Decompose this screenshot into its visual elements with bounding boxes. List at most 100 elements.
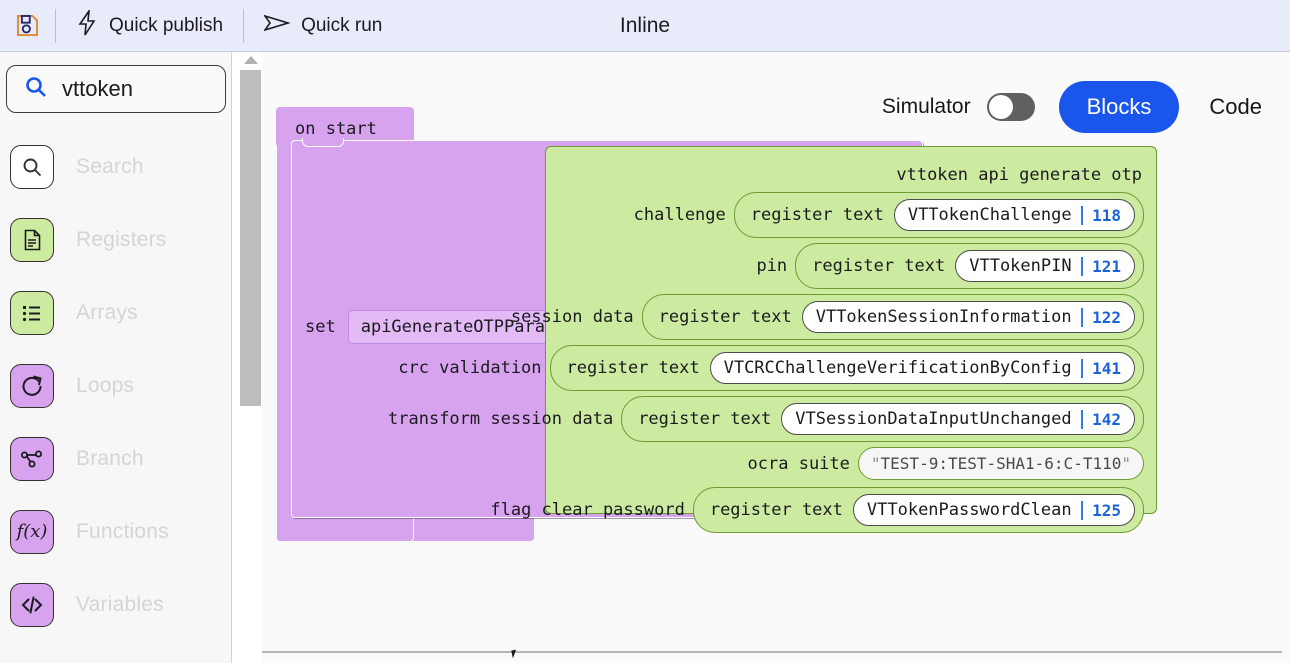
on-start-label: on start	[295, 119, 377, 139]
simulator-label: Simulator	[881, 95, 971, 118]
row-label: pin	[756, 256, 788, 276]
category-list: Search Registers	[0, 130, 232, 641]
save-button[interactable]	[0, 0, 55, 52]
api-block-title: vttoken api generate otp	[896, 165, 1142, 185]
string-value: TEST-9:TEST-SHA1-6:C-T110	[880, 454, 1122, 473]
row-label: transform session data	[388, 409, 614, 429]
top-toolbar: Quick publish Quick run Inline	[0, 0, 1290, 52]
shadow-label: register text	[750, 205, 884, 225]
sidebar-item-functions[interactable]: f(x) Functions	[0, 495, 232, 568]
code-icon	[10, 582, 54, 627]
sidebar-item-loops[interactable]: Loops	[0, 349, 232, 422]
search-category-icon	[10, 144, 54, 189]
register-text-block[interactable]: register text VTSessionDataInputUnchange…	[621, 396, 1144, 442]
function-icon: f(x)	[10, 509, 54, 554]
canvas-controls: Simulator Blocks Code	[882, 81, 1268, 133]
register-name: VTTokenPasswordClean	[866, 500, 1072, 520]
sidebar-item-label: Functions	[76, 519, 169, 543]
register-name: VTTokenSessionInformation	[815, 307, 1072, 327]
search-input[interactable]	[62, 76, 202, 102]
sidebar-item-search[interactable]: Search	[0, 130, 232, 203]
tab-code[interactable]: Code	[1209, 94, 1262, 119]
set-label: set	[305, 317, 336, 337]
row-label: ocra suite	[747, 453, 850, 474]
shadow-label: register text	[566, 358, 700, 378]
scroll-up-arrow-icon[interactable]	[244, 56, 258, 64]
register-number: 118	[1092, 205, 1121, 225]
sidebar-item-label: Branch	[76, 446, 144, 470]
paper-plane-icon	[263, 13, 291, 39]
register-name: VTTokenChallenge	[907, 205, 1072, 225]
api-row: flag clear password register text VTToke…	[490, 487, 1144, 533]
register-field[interactable]: VTCRCChallengeVerificationByConfig 141	[709, 352, 1135, 384]
horizontal-scrollbar[interactable]	[262, 651, 1282, 653]
api-row: pin register text VTTokenPIN 121	[554, 243, 1144, 289]
api-generate-otp-block[interactable]: vttoken api generate otp challenge regis…	[388, 146, 1157, 533]
register-text-block[interactable]: register text VTTokenChallenge 118	[733, 192, 1144, 238]
field-separator	[1080, 500, 1084, 520]
sidebar-item-arrays[interactable]: Arrays	[0, 276, 232, 349]
field-separator	[1080, 358, 1084, 378]
tab-blocks[interactable]: Blocks	[1058, 81, 1180, 133]
toolbar-divider-1	[55, 8, 56, 43]
scrollbar-thumb[interactable]	[240, 70, 261, 406]
shadow-label: register text	[658, 307, 792, 327]
api-row: crc validation register text VTCRCChalle…	[398, 345, 1144, 391]
quick-publish-button[interactable]: Quick publish	[56, 0, 243, 52]
register-field[interactable]: VTTokenPIN 121	[955, 250, 1135, 282]
register-name: VTSessionDataInputUnchanged	[795, 409, 1072, 429]
quick-publish-label: Quick publish	[109, 14, 224, 36]
register-text-block[interactable]: register text VTCRCChallengeVerification…	[549, 345, 1144, 391]
register-number: 121	[1092, 256, 1121, 276]
shadow-label: register text	[638, 409, 772, 429]
lightning-icon	[76, 7, 98, 42]
register-number: 142	[1092, 409, 1121, 429]
simulator-toggle[interactable]	[986, 93, 1035, 121]
vertical-scrollbar[interactable]	[240, 56, 262, 406]
sidebar-item-registers[interactable]: Registers	[0, 203, 232, 276]
blocks-canvas[interactable]: Simulator Blocks Code on start set apiGe…	[262, 52, 1290, 663]
simulator-control[interactable]: Simulator	[882, 93, 1035, 121]
set-block-notch	[302, 138, 344, 147]
function-glyph: f(x)	[16, 521, 48, 542]
quote-open: "	[870, 454, 881, 473]
register-number: 122	[1092, 307, 1121, 327]
api-row: session data register text VTTokenSessio…	[511, 294, 1144, 340]
sidebar-item-label: Registers	[76, 227, 167, 251]
sidebar-item-branch[interactable]: Branch	[0, 422, 232, 495]
register-name: VTTokenPIN	[969, 256, 1072, 276]
register-number: 125	[1092, 500, 1121, 520]
api-row: ocra suite "TEST-9:TEST-SHA1-6:C-T110"	[554, 447, 1144, 480]
api-row: challenge register text VTTokenChallenge…	[554, 192, 1144, 238]
sidebar-item-label: Arrays	[76, 300, 138, 324]
string-literal-field[interactable]: "TEST-9:TEST-SHA1-6:C-T110"	[857, 447, 1144, 480]
register-field[interactable]: VTTokenPasswordClean 125	[852, 494, 1135, 526]
api-row: transform session data register text VTS…	[388, 396, 1144, 442]
toolbar-divider-2	[243, 8, 245, 43]
sidebar: Search Registers	[0, 52, 232, 663]
register-field[interactable]: VTTokenSessionInformation 122	[801, 301, 1135, 333]
row-label: challenge	[633, 205, 726, 225]
row-label: flag clear password	[490, 500, 685, 520]
field-separator	[1080, 256, 1084, 276]
register-field[interactable]: VTTokenChallenge 118	[893, 199, 1135, 231]
branch-icon	[10, 436, 54, 481]
toggle-knob	[988, 95, 1013, 119]
sidebar-item-variables[interactable]: Variables	[0, 568, 232, 641]
register-text-block[interactable]: register text VTTokenPasswordClean 125	[692, 487, 1144, 533]
floppy-disk-icon	[14, 12, 41, 39]
sidebar-item-label: Variables	[76, 592, 164, 616]
register-text-block[interactable]: register text VTTokenPIN 121	[795, 243, 1144, 289]
sidebar-item-label: Search	[76, 154, 144, 178]
register-text-block[interactable]: register text VTTokenSessionInformation …	[641, 294, 1144, 340]
sidebar-item-label: Loops	[76, 373, 135, 397]
quick-run-button[interactable]: Quick run	[244, 0, 402, 52]
variable-name: apiGenerateOTPParams	[360, 317, 566, 337]
register-field[interactable]: VTSessionDataInputUnchanged 142	[781, 403, 1135, 435]
search-box[interactable]	[6, 65, 226, 113]
register-number: 141	[1092, 358, 1121, 378]
field-separator	[1080, 205, 1084, 225]
search-icon	[24, 75, 48, 104]
shadow-label: register text	[812, 256, 946, 276]
